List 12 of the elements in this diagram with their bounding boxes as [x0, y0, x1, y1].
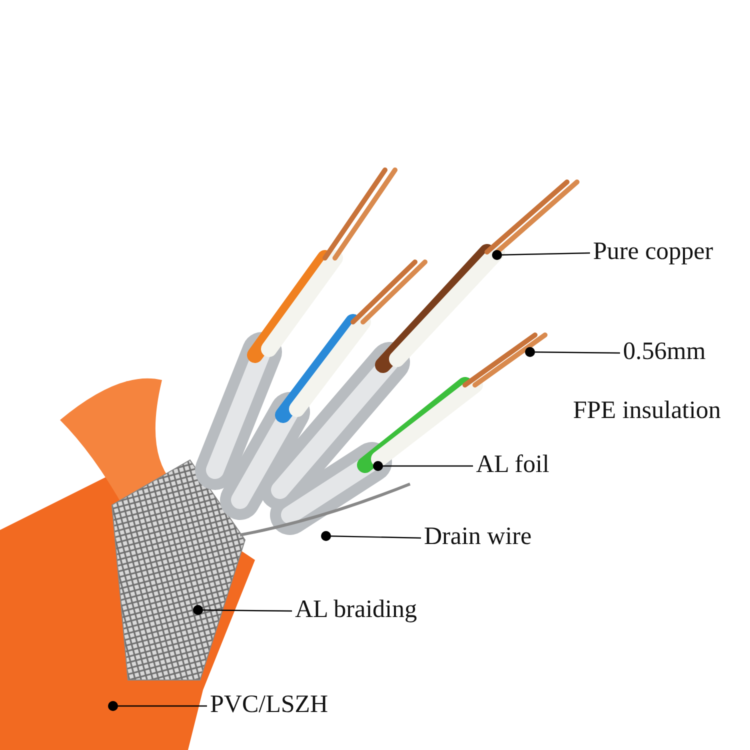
part-label: AL foil [476, 450, 550, 480]
insulation-label: FPE insulation [573, 396, 721, 426]
part-label: PVC/LSZH [210, 690, 328, 720]
leader-line [321, 531, 422, 541]
part-label: Drain wire [424, 522, 532, 552]
leader-line [525, 347, 620, 357]
leader-line [373, 461, 473, 471]
leader-line [193, 605, 292, 615]
part-label: 0.56mm [623, 337, 706, 367]
part-label: AL braiding [295, 595, 417, 625]
part-label: Pure copper [593, 237, 714, 267]
leader-line [492, 250, 590, 260]
